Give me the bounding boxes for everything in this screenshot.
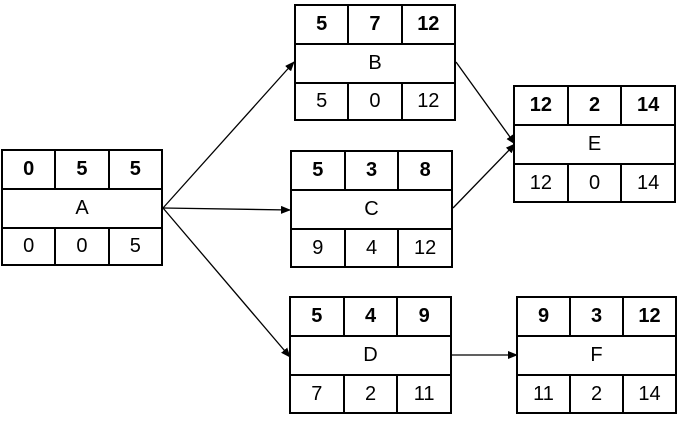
node-d-late-finish: 11 <box>396 376 450 412</box>
node-d-late-start: 7 <box>311 382 323 405</box>
node-a-late-start: 0 <box>23 235 35 257</box>
node-a-late-finish: 5 <box>107 229 161 264</box>
node-d-duration: 4 <box>342 298 397 335</box>
node-e-late-start: 12 <box>529 171 552 194</box>
node-c-duration: 3 <box>343 152 398 189</box>
edge-a-b <box>162 61 295 209</box>
node-e-duration: 2 <box>566 87 621 124</box>
node-f: 9 3 12 F 11 2 14 <box>516 296 677 414</box>
node-f-early-finish: 12 <box>622 298 675 335</box>
node-c-early-finish: 8 <box>397 152 451 189</box>
node-e: 12 2 14 E 12 0 14 <box>513 85 676 203</box>
node-c-early-start: 5 <box>312 159 324 181</box>
edge-b-e <box>455 61 516 145</box>
edge-c-e <box>452 143 516 209</box>
node-e-early-start: 12 <box>529 94 552 116</box>
node-b-slack: 0 <box>347 84 400 119</box>
node-f-duration: 3 <box>569 298 622 335</box>
node-b-late-finish: 12 <box>400 84 454 119</box>
node-b: 5 7 12 B 5 0 12 <box>294 4 456 121</box>
node-a-duration: 5 <box>54 151 107 188</box>
node-c-label: C <box>364 198 379 220</box>
node-c-late-finish: 12 <box>397 230 451 266</box>
node-a-early-start: 0 <box>23 158 35 180</box>
node-a-label: A <box>75 197 89 219</box>
node-f-late-start: 11 <box>533 382 554 405</box>
node-e-late-finish: 14 <box>620 165 674 201</box>
node-c: 5 3 8 C 9 4 12 <box>290 150 453 268</box>
node-a: 0 5 5 A 0 0 5 <box>1 149 163 266</box>
node-f-slack: 2 <box>569 376 622 412</box>
edge-a-d <box>162 207 291 358</box>
node-d: 5 4 9 D 7 2 11 <box>289 296 452 414</box>
node-e-slack: 0 <box>566 165 621 201</box>
node-d-early-finish: 9 <box>396 298 450 335</box>
node-a-early-finish: 5 <box>107 151 161 188</box>
node-b-label: B <box>368 52 382 74</box>
node-b-early-start: 5 <box>316 13 328 35</box>
node-f-label: F <box>590 344 603 366</box>
node-d-early-start: 5 <box>311 305 323 327</box>
node-d-slack: 2 <box>342 376 397 412</box>
node-e-label: E <box>587 133 602 155</box>
edge-a-c <box>162 205 291 214</box>
node-c-slack: 4 <box>343 230 398 266</box>
node-f-early-start: 9 <box>537 305 550 327</box>
node-b-early-finish: 12 <box>400 6 454 43</box>
node-d-label: D <box>363 344 378 366</box>
node-a-slack: 0 <box>54 229 107 264</box>
node-f-late-finish: 14 <box>622 376 675 412</box>
node-e-early-finish: 14 <box>620 87 674 124</box>
node-b-duration: 7 <box>347 6 400 43</box>
node-b-late-start: 5 <box>316 90 328 112</box>
node-c-late-start: 9 <box>312 236 324 259</box>
